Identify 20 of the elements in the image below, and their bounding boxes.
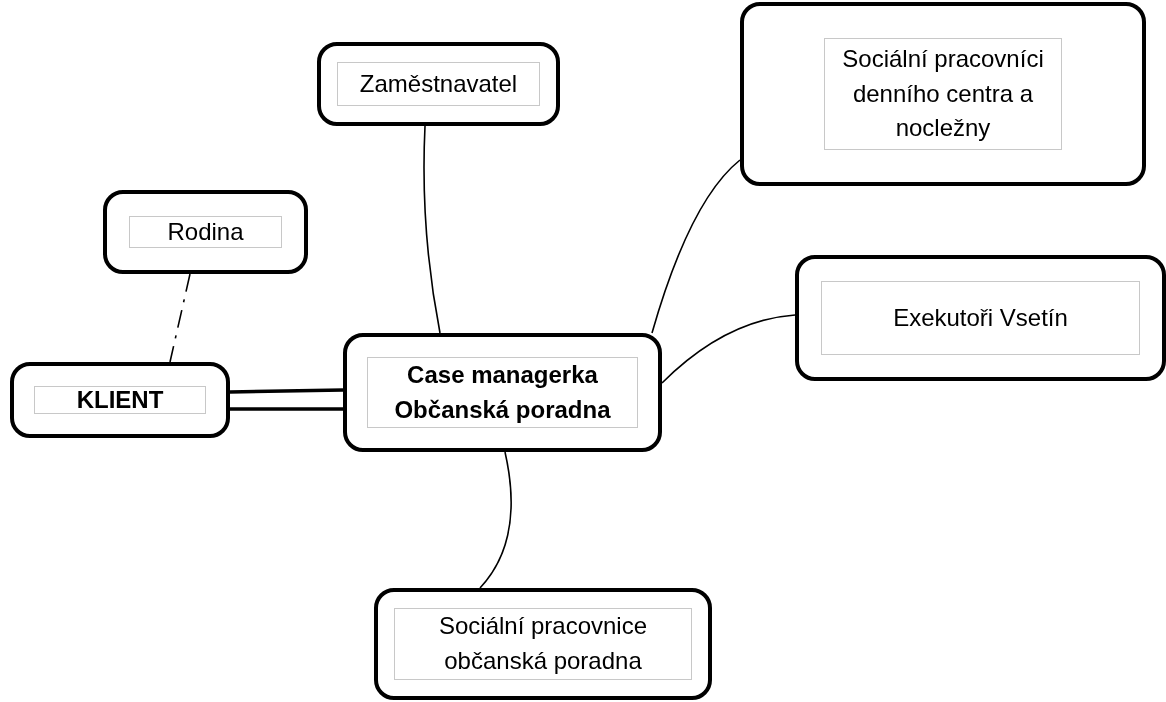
node-label: Case managerka Občanská poradna (367, 357, 638, 428)
double-connector-line (228, 388, 345, 411)
connector-line (423, 125, 441, 334)
node-label: Zaměstnavatel (337, 62, 540, 106)
connector-line (169, 273, 191, 363)
rounded-box (317, 42, 560, 126)
node-label: KLIENT (34, 386, 206, 414)
connector-line (651, 159, 741, 334)
connector-line (479, 451, 512, 589)
node-label: Rodina (129, 216, 282, 248)
rounded-box (103, 190, 308, 274)
connector-line (661, 314, 796, 384)
rounded-box (343, 333, 662, 452)
rounded-box (374, 588, 712, 700)
node-label: Sociální pracovníci denního centra a nocležny (824, 38, 1062, 150)
node-label: Sociální pracovnice občanská poradna (394, 608, 692, 680)
rounded-box (740, 2, 1146, 186)
rounded-box (795, 255, 1166, 381)
node-label: Exekutoři Vsetín (821, 281, 1140, 355)
rounded-box (10, 362, 230, 438)
